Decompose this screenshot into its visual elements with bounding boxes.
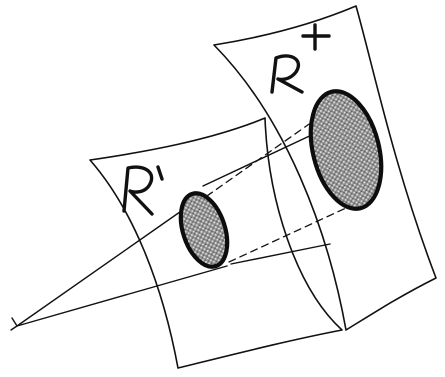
far-sheet-label: R+ <box>272 25 329 93</box>
ray-upper-near <box>17 207 187 326</box>
large-disc <box>299 84 392 216</box>
apex-mark <box>11 318 17 330</box>
small-disc <box>172 187 235 272</box>
near-sheet-label: R` <box>124 167 162 215</box>
ray-lower-near <box>17 266 227 326</box>
